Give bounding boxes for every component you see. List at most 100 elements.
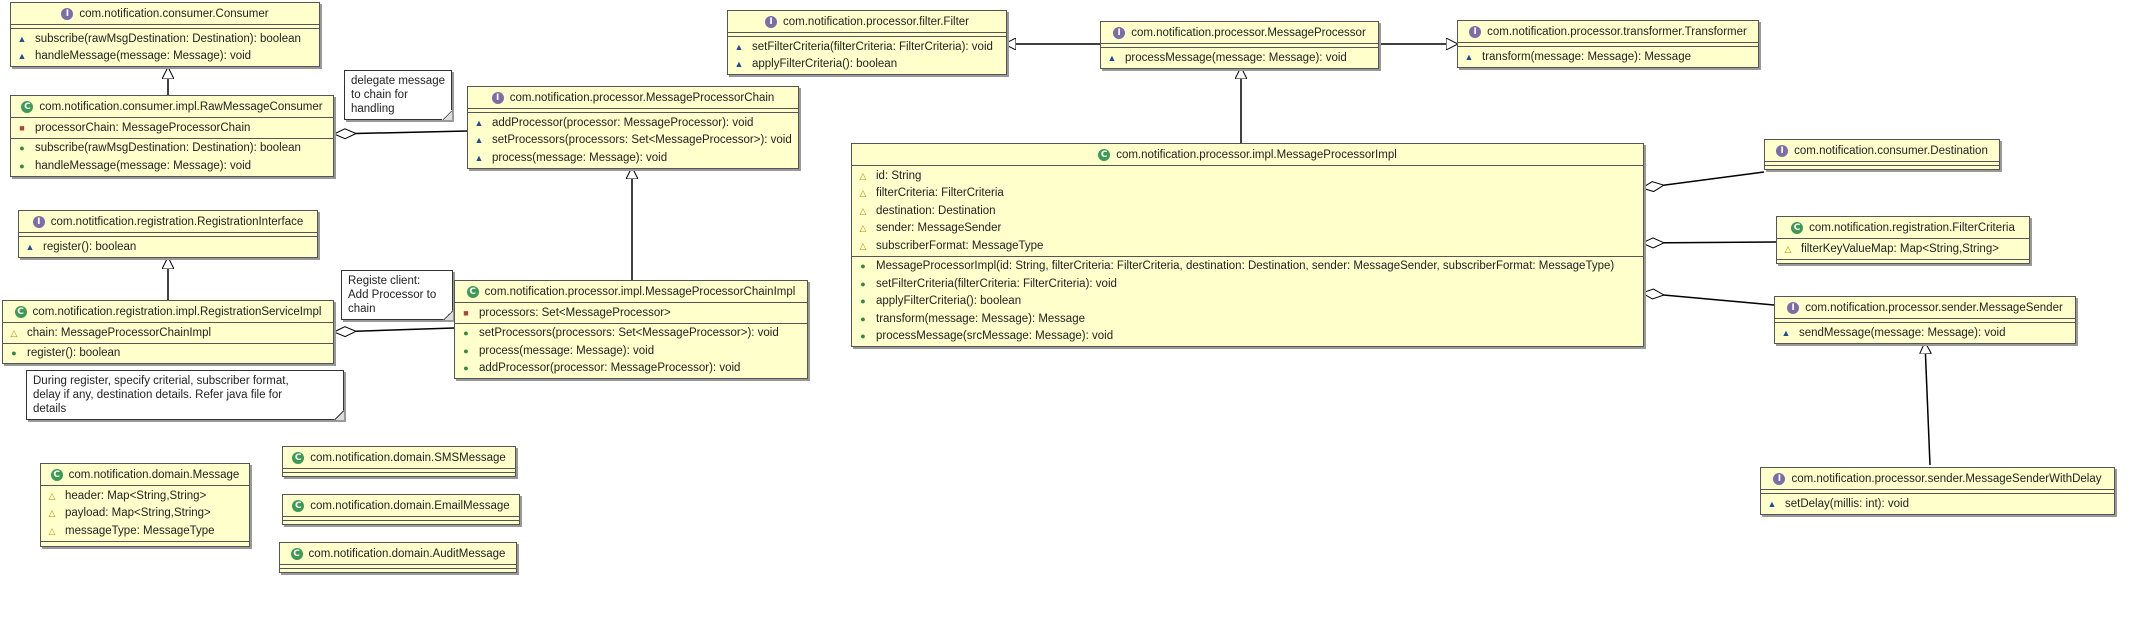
method-row: ●register(): boolean	[3, 345, 333, 363]
class-title: com.notification.processor.impl.MessageP…	[1116, 148, 1397, 161]
note-text: delegate message to chain for handling	[351, 75, 445, 115]
public-visibility-icon: ●	[860, 278, 866, 289]
package-visibility-icon: ▲	[25, 241, 35, 252]
methods-compartment: ●register(): boolean	[3, 344, 333, 364]
interface-badge-icon: I	[1113, 26, 1126, 39]
protected-visibility-icon: △	[859, 205, 867, 216]
method-text: applyFilterCriteria(): boolean	[752, 58, 898, 71]
methods-compartment	[283, 473, 515, 476]
methods-compartment: ●subscribe(rawMsgDestination: Destinatio…	[11, 139, 333, 176]
methods-compartment: ● MessageProcessorImpl(id: String, filter…	[852, 257, 1643, 347]
class-badge-icon: C	[290, 547, 303, 560]
protected-visibility-icon: △	[859, 170, 867, 181]
class-title: com.notitfication.registration.Registrat…	[50, 215, 304, 228]
fields-compartment	[1765, 162, 1999, 166]
class-title: com.notification.processor.sender.Messag…	[1791, 472, 2102, 485]
public-visibility-icon: ●	[463, 363, 469, 374]
field-text: processors: Set<MessageProcessor>	[479, 306, 671, 319]
methods-compartment: ▲subscribe(rawMsgDestination: Destinatio…	[11, 29, 319, 66]
method-text: handleMessage(message: Message): void	[35, 50, 252, 63]
class-title: com.notification.domain.SMSMessage	[310, 451, 506, 464]
class-badge-icon: C	[21, 100, 34, 113]
class-title: com.notification.processor.MessageProces…	[1131, 26, 1366, 39]
method-row: ▲addProcessor(processor: MessageProcesso…	[468, 114, 798, 132]
method-row: ●setProcessors(processors: Set<MessagePr…	[455, 325, 807, 343]
method-text: transform(message: Message): Message	[1482, 50, 1691, 63]
method-text: transform(message: Message): Message	[876, 312, 1085, 325]
field-text: sender: MessageSender	[876, 222, 1002, 235]
class-title: com.notification.processor.impl.MessageP…	[484, 285, 796, 298]
field-row: ■processorChain: MessageProcessorChain	[11, 119, 333, 137]
method-text: setProcessors(processors: Set<MessagePro…	[492, 134, 792, 147]
method-row: ▲setDelay(millis: int): void	[1761, 495, 2114, 513]
interface-badge-icon: I	[61, 7, 74, 20]
package-visibility-icon: ▲	[474, 152, 484, 163]
fields-compartment	[283, 517, 519, 521]
methods-compartment: ▲processMessage(message: Message): void	[1101, 48, 1378, 68]
field-text: chain: MessageProcessorChainImpl	[27, 326, 212, 339]
method-text: setProcessors(processors: Set<MessagePro…	[479, 327, 779, 340]
note-text: Registe client: Add Processor to chain	[348, 275, 437, 315]
class-title: com.notification.processor.MessageProces…	[509, 91, 775, 104]
field-text: subscriberFormat: MessageType	[876, 239, 1044, 252]
fields-compartment	[1101, 44, 1378, 48]
method-row: ▲setProcessors(processors: Set<MessagePr…	[468, 132, 798, 150]
protected-visibility-icon: △	[48, 490, 56, 501]
edge-processorimpl-destination	[1642, 171, 1765, 188]
method-text: sendMessage(message: Message): void	[1799, 326, 2006, 339]
public-visibility-icon: ●	[860, 331, 866, 342]
method-row: ●setFilterCriteria(filterCriteria: Filte…	[852, 275, 1643, 293]
methods-compartment	[1765, 166, 1999, 169]
methods-compartment: ▲setDelay(millis: int): void	[1761, 494, 2114, 514]
field-row: △sender: MessageSender	[852, 220, 1643, 238]
field-text: header: Map<String,String>	[65, 489, 207, 502]
methods-compartment	[1777, 260, 2029, 263]
field-text: destination: Destination	[876, 204, 996, 217]
field-text: filterCriteria: FilterCriteria	[876, 187, 1004, 200]
package-visibility-icon: ▲	[1464, 51, 1474, 62]
methods-compartment	[280, 569, 516, 572]
class-title: com.notification.domain.EmailMessage	[310, 499, 510, 512]
note-text: During register, specify criterial, subs…	[33, 375, 289, 415]
method-row: ▲processMessage(message: Message): void	[1101, 49, 1378, 67]
method-row: ●handleMessage(message: Message): void	[11, 157, 333, 175]
field-text: filterKeyValueMap: Map<String,String>	[1801, 242, 1999, 255]
methods-compartment: ▲sendMessage(message: Message): void	[1775, 323, 2075, 343]
fields-compartment: △filterKeyValueMap: Map<String,String>	[1777, 239, 2029, 260]
fields-compartment: ■ processors: Set<MessageProcessor>	[455, 303, 807, 324]
public-visibility-icon: ●	[463, 345, 469, 356]
methods-compartment: ● setProcessors(processors: Set<MessagePr…	[455, 324, 807, 379]
methods-compartment: ▲addProcessor(processor: MessageProcesso…	[468, 113, 798, 168]
method-text: MessageProcessorImpl(id: String, filterC…	[876, 260, 1615, 273]
field-text: payload: Map<String,String>	[65, 507, 211, 520]
method-text: register(): boolean	[43, 240, 137, 253]
fields-compartment	[1761, 490, 2114, 494]
class-badge-icon: C	[14, 305, 27, 318]
note-register-details: During register, specify criterial, subs…	[26, 370, 344, 420]
private-visibility-icon: ■	[463, 307, 469, 318]
